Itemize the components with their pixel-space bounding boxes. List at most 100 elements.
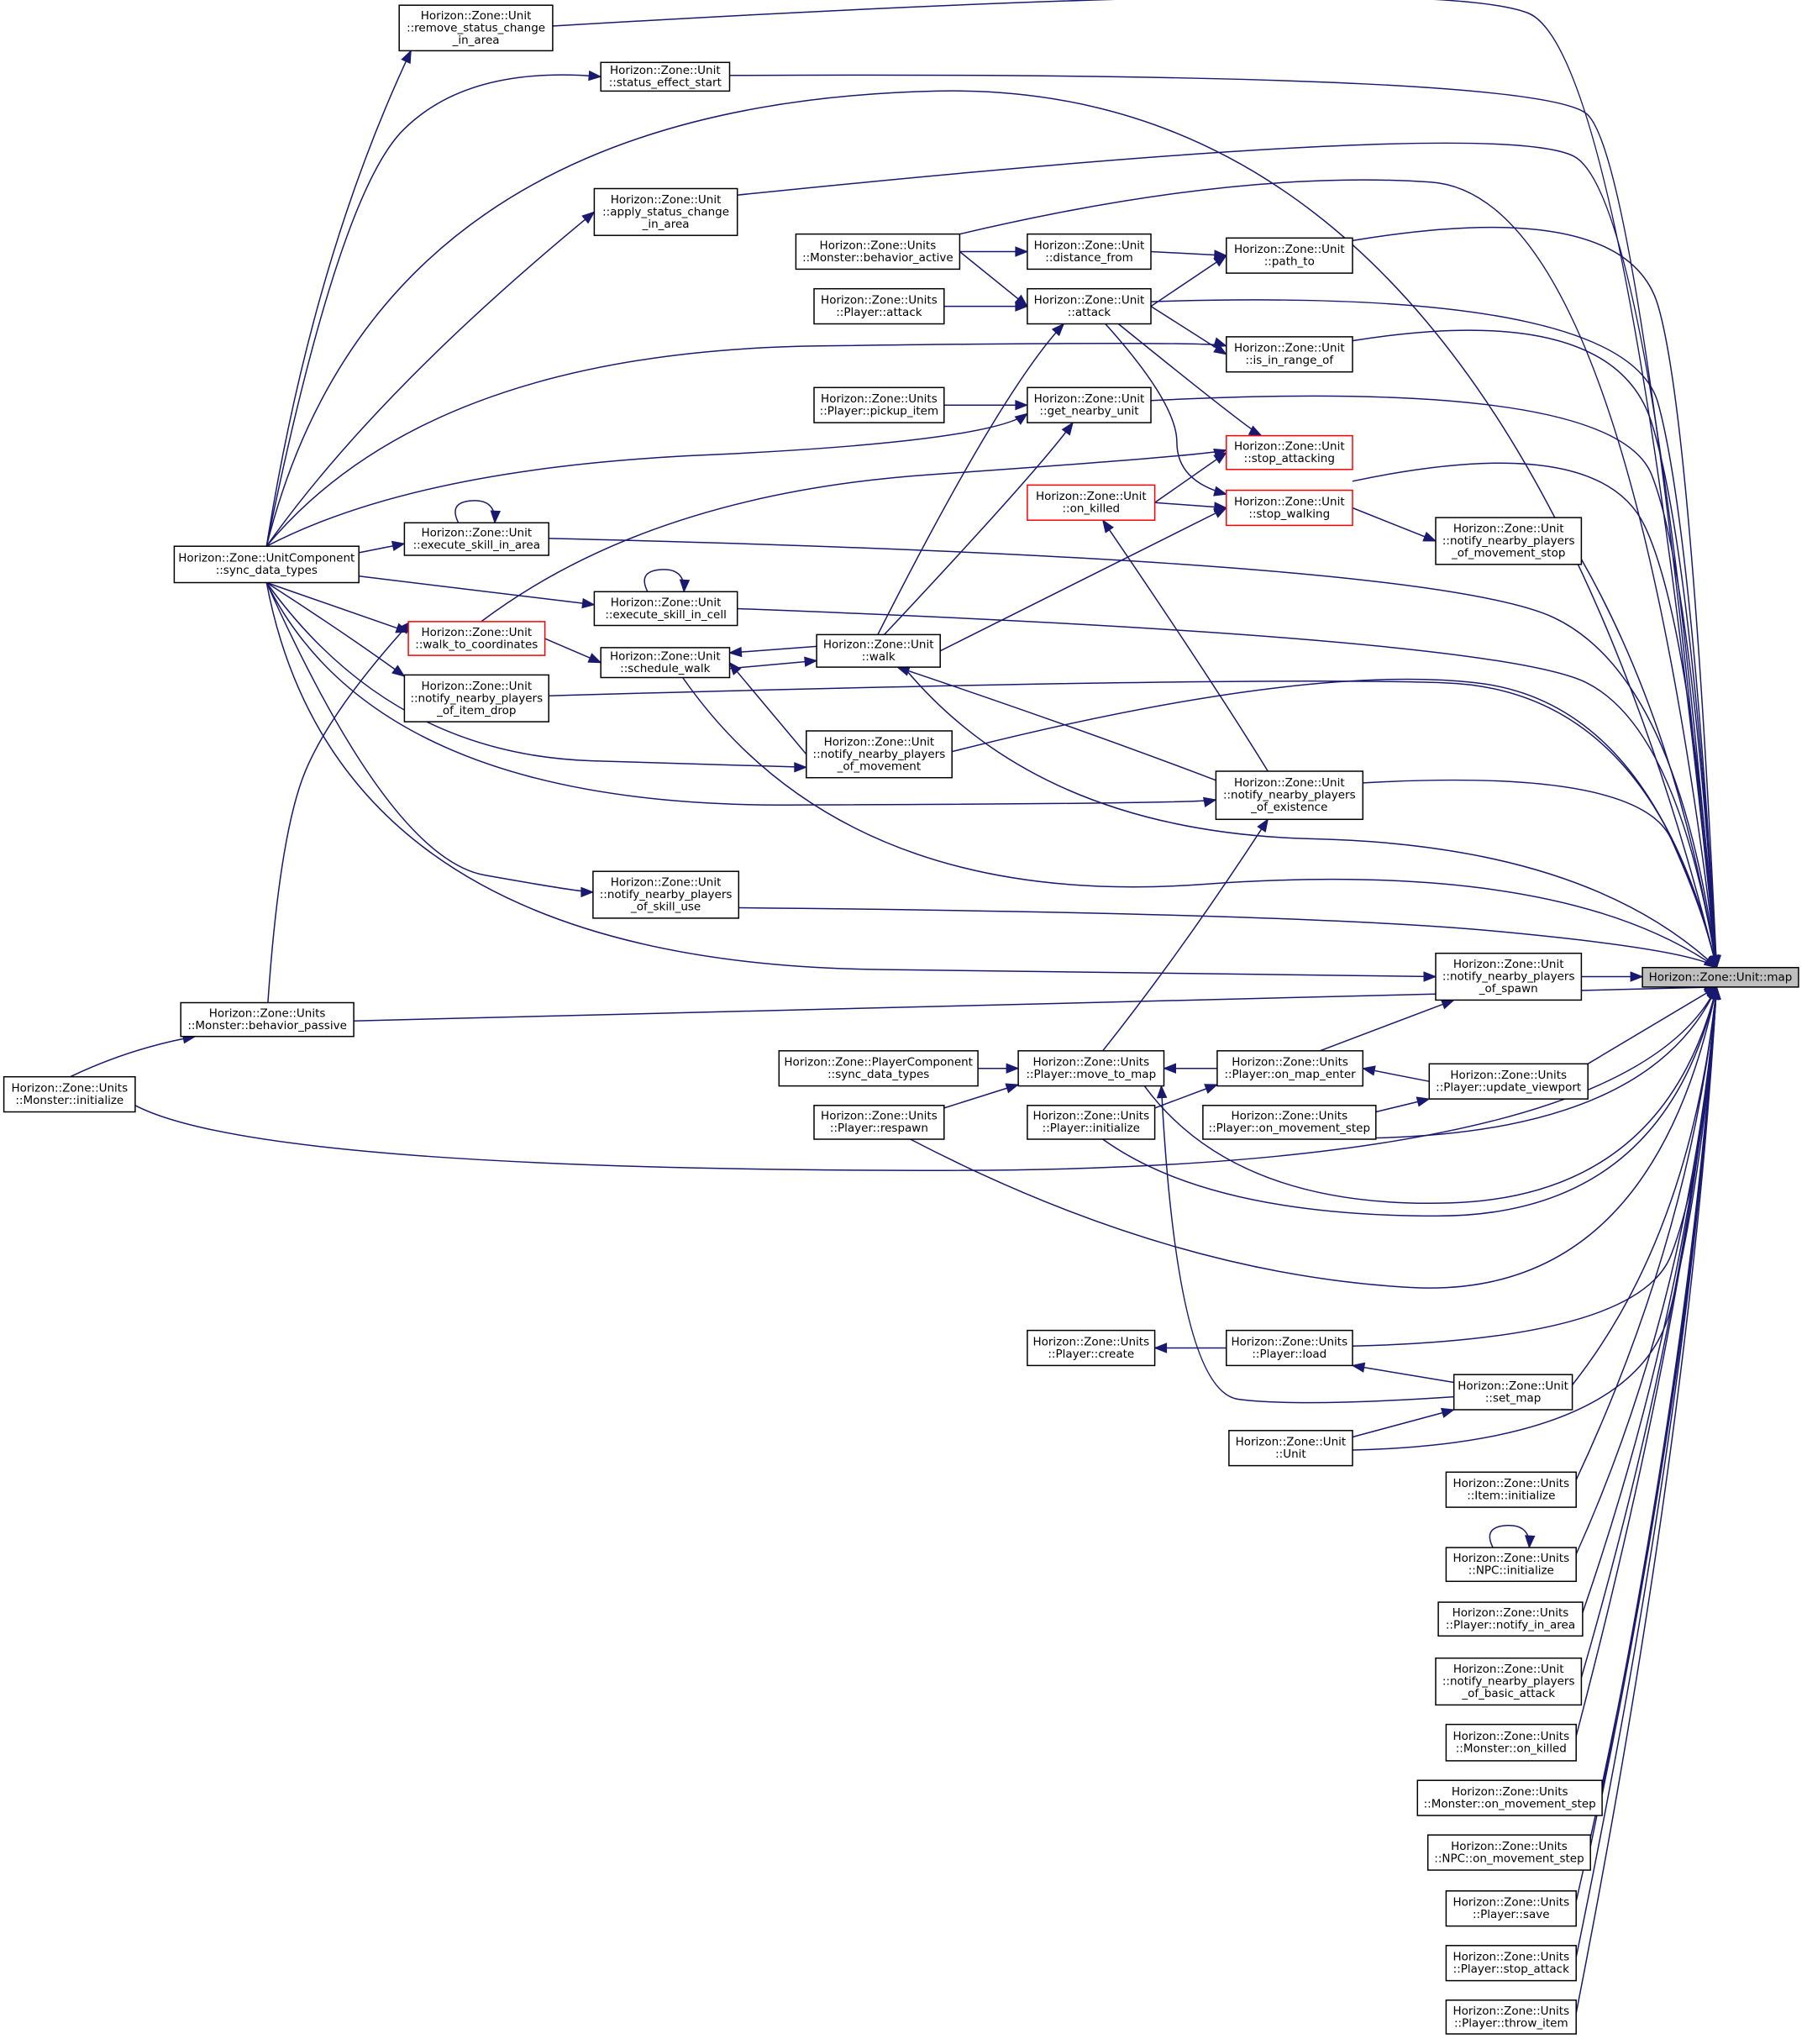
function-node-behavior-active[interactable]: Horizon::Zone::Units::Monster::behavior_… (795, 233, 961, 271)
edge-line (1102, 986, 1718, 1217)
edge-line (454, 500, 496, 523)
function-node-notify-item-drop[interactable]: Horizon::Zone::Unit::notify_nearby_playe… (403, 674, 549, 722)
function-node-path-to[interactable]: Horizon::Zone::Unit::path_to (1226, 237, 1353, 274)
node-box (1445, 1945, 1577, 1982)
node-label-line: ::apply_status_change (602, 205, 729, 218)
node-label-line: _of_existence (1250, 801, 1327, 814)
function-node-get-nearby-unit[interactable]: Horizon::Zone::Unit::get_nearby_unit (1027, 386, 1152, 423)
edge-arrowhead (1101, 519, 1114, 533)
function-node-item-initialize[interactable]: Horizon::Zone::Units::Item::initialize (1445, 1471, 1577, 1508)
function-node-player-create[interactable]: Horizon::Zone::Units::Player::create (1027, 1329, 1156, 1367)
function-node-monster-on-movement-step[interactable]: Horizon::Zone::Units::Monster::on_moveme… (1416, 1779, 1603, 1816)
call-edge-behavior_active-to-distance_from (959, 246, 1029, 257)
node-label-line: _of_spawn (1479, 982, 1538, 996)
function-node-map[interactable]: Horizon::Zone::Unit::map (1642, 966, 1799, 988)
function-node-unit-ctor[interactable]: Horizon::Zone::Unit::Unit (1228, 1430, 1353, 1467)
function-node-stop-attacking[interactable]: Horizon::Zone::Unit::stop_attacking (1226, 434, 1353, 470)
node-label-line: ::Player::on_map_enter (1224, 1068, 1356, 1081)
node-label-line: Horizon::Zone::Units (1452, 1951, 1569, 1964)
function-node-distance-from[interactable]: Horizon::Zone::Unit::distance_from (1027, 233, 1152, 271)
function-node-is-in-range-of[interactable]: Horizon::Zone::Unit::is_in_range_of (1226, 336, 1353, 373)
edge-line (1102, 818, 1269, 1052)
call-edge-set_map-to-player_load (1351, 1362, 1454, 1384)
function-node-apply-status[interactable]: Horizon::Zone::Unit::apply_status_change… (593, 187, 738, 236)
node-box (1428, 1063, 1589, 1100)
edge-line (1601, 986, 1718, 1795)
function-node-remove-status[interactable]: Horizon::Zone::Unit::remove_status_chang… (398, 4, 554, 52)
call-edge-walk_to_coords-to-stop_attacking (481, 448, 1228, 623)
node-box (1452, 1374, 1573, 1411)
function-node-player-load[interactable]: Horizon::Zone::Units::Player::load (1226, 1329, 1353, 1367)
function-node-respawn[interactable]: Horizon::Zone::Units::Player::respawn (813, 1105, 945, 1140)
function-node-walk-to-coords[interactable]: Horizon::Zone::Unit::walk_to_coordinates (407, 621, 546, 656)
function-node-player-initialize[interactable]: Horizon::Zone::Units::Player::initialize (1027, 1105, 1156, 1140)
function-node-monster-initialize[interactable]: Horizon::Zone::Units::Monster::initializ… (3, 1075, 136, 1113)
edge-arrowhead (490, 510, 502, 524)
function-node-player-throw-item[interactable]: Horizon::Zone::Units::Player::throw_item (1445, 1999, 1577, 2035)
function-node-player-attack[interactable]: Horizon::Zone::Units::Player::attack (813, 287, 945, 325)
function-node-stop-walking[interactable]: Horizon::Zone::Unit::stop_walking (1226, 489, 1353, 527)
edge-arrowhead (728, 661, 742, 675)
function-node-notify-skill-use[interactable]: Horizon::Zone::Unit::notify_nearby_playe… (592, 870, 740, 919)
edge-line (1580, 986, 1718, 1679)
call-edge-sync_data_types-to-walk_to_coords (266, 581, 410, 633)
function-node-exec-skill-area[interactable]: Horizon::Zone::Unit::execute_skill_in_ar… (403, 522, 549, 556)
node-label-line: ::Player::load (1252, 1348, 1326, 1361)
function-node-status-effect-start[interactable]: Horizon::Zone::Unit::status_effect_start (600, 61, 731, 92)
node-label-line: ::attack (1068, 306, 1111, 319)
function-node-notify-basic-attack[interactable]: Horizon::Zone::Unit::notify_nearby_playe… (1435, 1657, 1583, 1706)
function-node-pickup-item[interactable]: Horizon::Zone::Units::Player::pickup_ite… (813, 386, 945, 423)
node-label-line: ::set_map (1485, 1391, 1541, 1405)
function-node-unit-on-killed[interactable]: Horizon::Zone::Unit::on_killed (1027, 484, 1156, 521)
function-node-set-map[interactable]: Horizon::Zone::Unit::set_map (1452, 1374, 1573, 1411)
edge-arrowhead (1204, 1084, 1219, 1094)
function-node-notify-existence[interactable]: Horizon::Zone::Unit::notify_nearby_playe… (1215, 770, 1364, 821)
node-label-line: ::sync_data_types (216, 564, 318, 577)
node-label-line: Horizon::Zone::Units (1451, 1840, 1568, 1853)
function-node-move-to-map[interactable]: Horizon::Zone::Units::Player::move_to_ma… (1017, 1050, 1165, 1087)
function-node-monster-on-killed[interactable]: Horizon::Zone::Units::Monster::on_killed (1445, 1723, 1577, 1762)
edge-arrowhead (1422, 531, 1437, 542)
function-node-npc-on-movement-step[interactable]: Horizon::Zone::Units::NPC::on_movement_s… (1426, 1834, 1591, 1871)
function-node-schedule-walk[interactable]: Horizon::Zone::Unit::schedule_walk (600, 647, 731, 679)
edge-arrowhead (1361, 1065, 1376, 1076)
edge-line (265, 582, 593, 893)
node-label-line: ::notify_nearby_players (1442, 534, 1575, 548)
node-box (173, 545, 360, 584)
function-node-player-component-sync[interactable]: Horizon::Zone::PlayerComponent::sync_dat… (778, 1050, 979, 1087)
function-node-notify-spawn[interactable]: Horizon::Zone::Unit::notify_nearby_playe… (1435, 952, 1583, 1001)
call-edge-walk-to-attack (877, 323, 1065, 635)
function-node-notify-movement-stop[interactable]: Horizon::Zone::Unit::notify_nearby_playe… (1435, 517, 1583, 565)
call-edge-player_throw_item-to-map (1575, 985, 1721, 2014)
edge-line (1319, 999, 1454, 1052)
function-node-npc-initialize[interactable]: Horizon::Zone::Units::NPC::initialize (1445, 1547, 1577, 1583)
function-node-notify-in-area[interactable]: Horizon::Zone::Units::Player::notify_in_… (1437, 1601, 1584, 1637)
function-node-player-save[interactable]: Horizon::Zone::Units::Player::save (1445, 1890, 1577, 1927)
function-node-behavior-passive[interactable]: Horizon::Zone::Units::Monster::behavior_… (180, 1001, 355, 1038)
edge-line (1352, 507, 1437, 542)
node-label-line: ::notify_nearby_players (1223, 789, 1356, 802)
node-label-line: ::Item::initialize (1467, 1490, 1555, 1503)
function-node-walk[interactable]: Horizon::Zone::Unit::walk (816, 633, 941, 668)
node-box (403, 674, 549, 722)
node-box (1017, 1050, 1165, 1087)
function-node-player-on-movement-step[interactable]: Horizon::Zone::Units::Player::on_movemen… (1202, 1105, 1377, 1140)
function-node-exec-skill-cell[interactable]: Horizon::Zone::Unit::execute_skill_in_ce… (593, 591, 738, 627)
function-node-sync-data-types[interactable]: Horizon::Zone::UnitComponent::sync_data_… (173, 545, 360, 584)
node-box (592, 870, 740, 919)
function-node-update-viewport[interactable]: Horizon::Zone::Units::Player::update_vie… (1428, 1063, 1589, 1100)
function-node-on-map-enter[interactable]: Horizon::Zone::Units::Player::on_map_ent… (1216, 1050, 1364, 1087)
node-box (180, 1001, 355, 1038)
node-label-line: Horizon::Zone::Unit (1234, 243, 1345, 256)
node-label-line: ::NPC::initialize (1468, 1564, 1554, 1578)
node-label-line: ::Monster::on_killed (1456, 1742, 1567, 1756)
node-box (1226, 434, 1353, 470)
function-node-attack[interactable]: Horizon::Zone::Unit::attack (1027, 287, 1152, 325)
edge-arrowhead (1213, 343, 1227, 355)
call-edges (70, 0, 1721, 2014)
function-node-player-stop-attack[interactable]: Horizon::Zone::Units::Player::stop_attac… (1445, 1945, 1577, 1982)
node-label-line: ::Unit (1275, 1448, 1306, 1461)
edge-arrowhead (1351, 1362, 1366, 1373)
edge-line (266, 581, 409, 633)
function-node-notify-movement[interactable]: Horizon::Zone::Unit::notify_nearby_playe… (806, 730, 953, 779)
